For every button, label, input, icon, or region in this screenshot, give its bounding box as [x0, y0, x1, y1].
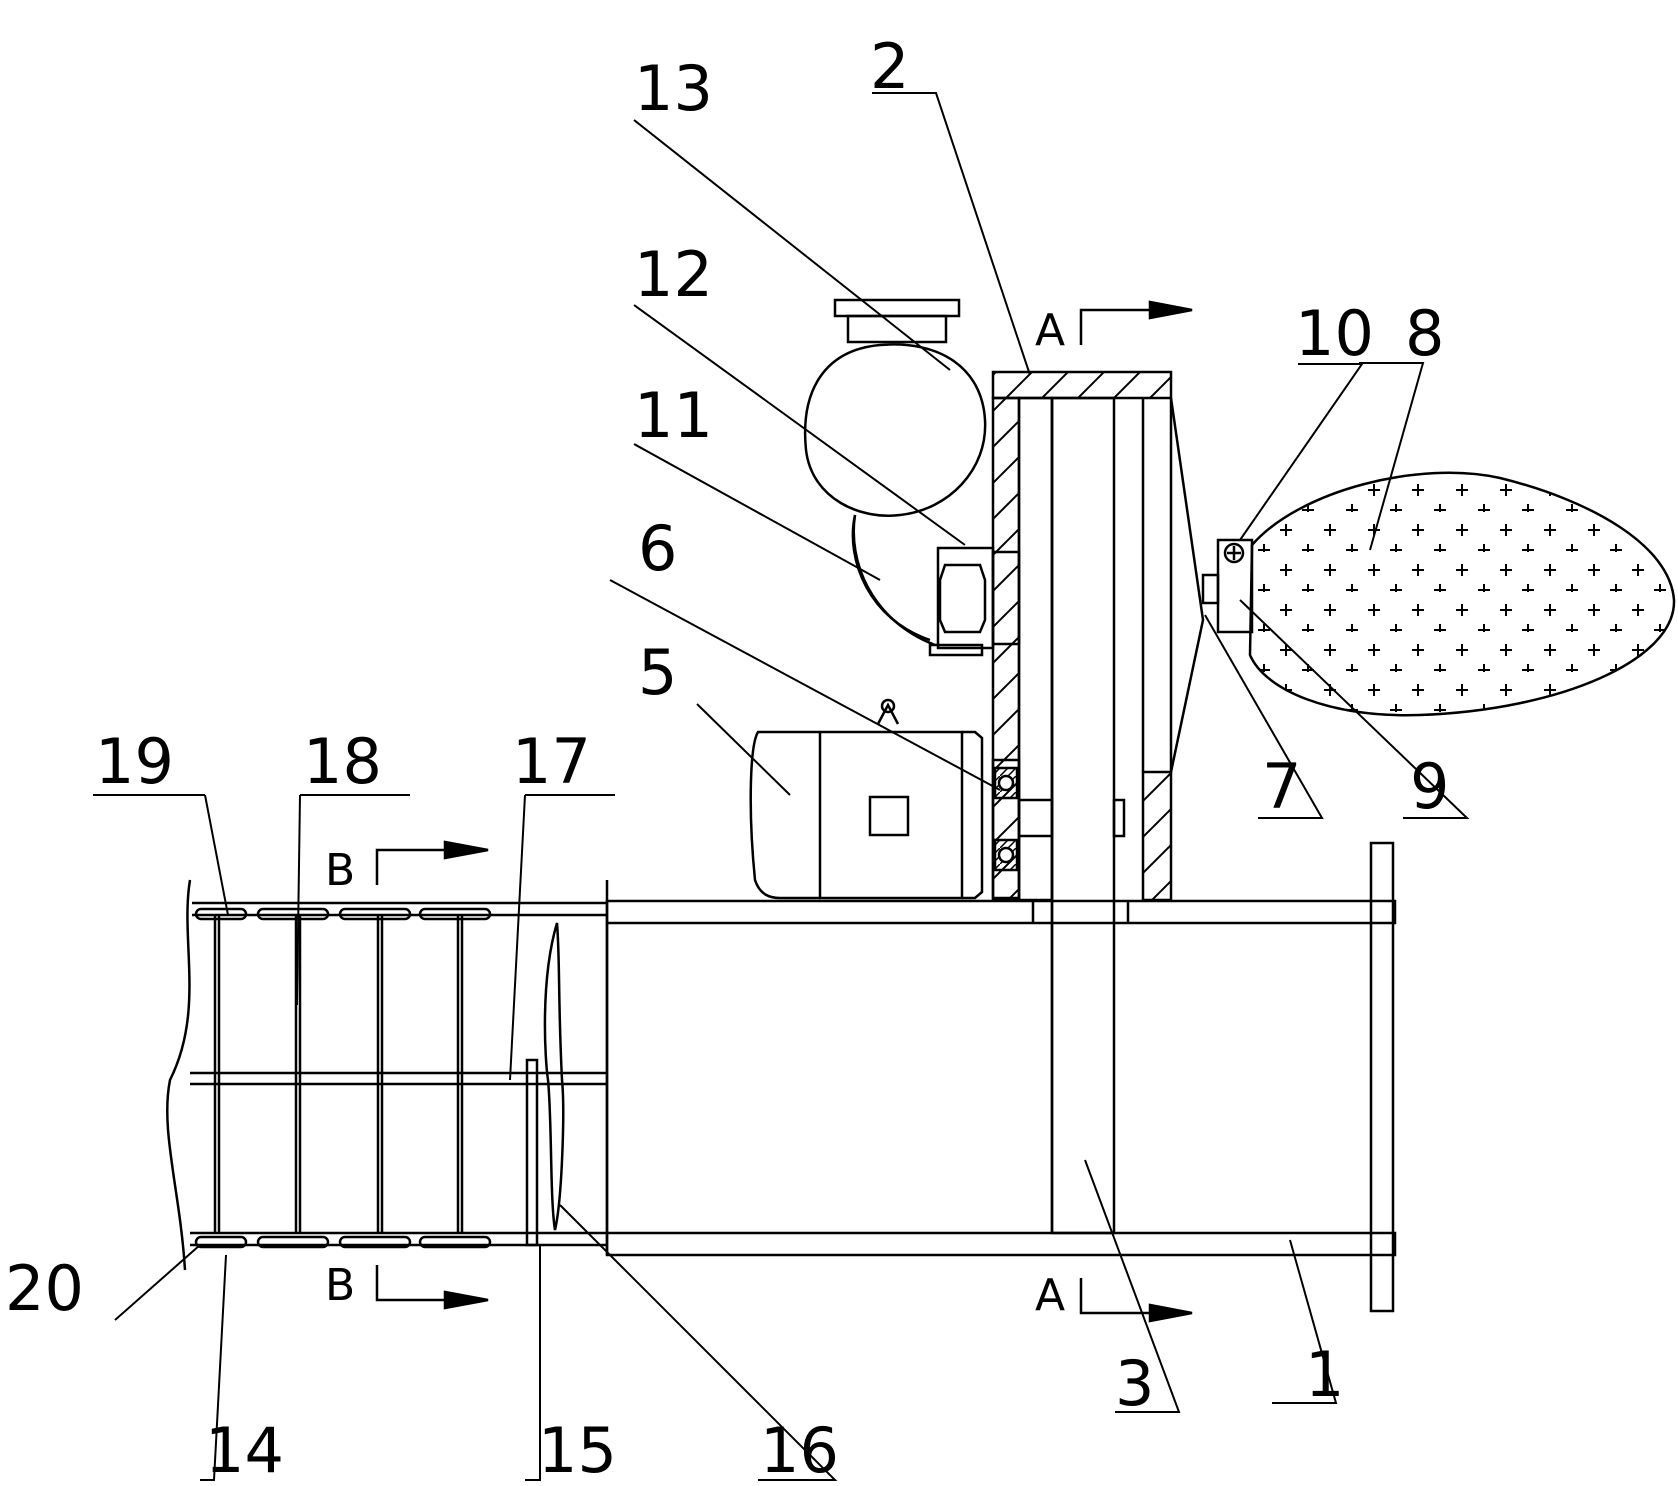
- label-6: 6: [638, 512, 677, 585]
- section-labels: A A B B: [325, 305, 1065, 1321]
- brush-strip-19: [194, 907, 492, 921]
- vertical-column: [1050, 396, 1116, 1235]
- filter-bag-8: [1248, 471, 1676, 717]
- bearing-6: [993, 766, 1019, 872]
- label-3: 3: [1115, 1347, 1154, 1420]
- label-18: 18: [303, 725, 382, 798]
- label-19: 19: [95, 725, 174, 798]
- section-a-top: A: [1035, 305, 1065, 356]
- screw-10: [1223, 542, 1245, 564]
- label-13: 13: [634, 52, 713, 125]
- section-b-top: B: [325, 845, 355, 896]
- brush-strip-20: [194, 1235, 492, 1249]
- label-14: 14: [205, 1414, 284, 1486]
- callout-labels: 1 2 3 5 6 7 8 9 10 11 12 13 14 15 16 17 …: [5, 30, 1449, 1486]
- plate-15: [525, 1058, 539, 1247]
- label-11: 11: [634, 379, 713, 452]
- label-16: 16: [760, 1414, 839, 1486]
- label-10: 10: [1295, 297, 1374, 370]
- duct-section: [166, 879, 609, 1271]
- label-12: 12: [634, 238, 713, 311]
- grid-18: [213, 915, 464, 1233]
- label-20: 20: [5, 1252, 84, 1325]
- label-5: 5: [638, 636, 677, 709]
- clamp-9: [1201, 538, 1254, 634]
- base-frame: [605, 841, 1397, 1313]
- fan-13: [803, 298, 987, 642]
- section-b-bottom: B: [325, 1260, 355, 1311]
- label-17: 17: [512, 725, 591, 798]
- section-a-bottom: A: [1035, 1270, 1065, 1321]
- label-2: 2: [870, 30, 909, 103]
- label-7: 7: [1262, 750, 1301, 823]
- motor-5: [749, 698, 1126, 900]
- leader-lines: [93, 92, 1470, 1481]
- section-arrows: [375, 300, 1193, 1323]
- label-1: 1: [1305, 1338, 1344, 1411]
- housing: [991, 370, 1205, 902]
- blade-16: [543, 922, 565, 1231]
- label-15: 15: [538, 1414, 617, 1486]
- pipe-11: [852, 514, 1021, 657]
- label-8: 8: [1405, 297, 1444, 370]
- label-9: 9: [1410, 750, 1449, 823]
